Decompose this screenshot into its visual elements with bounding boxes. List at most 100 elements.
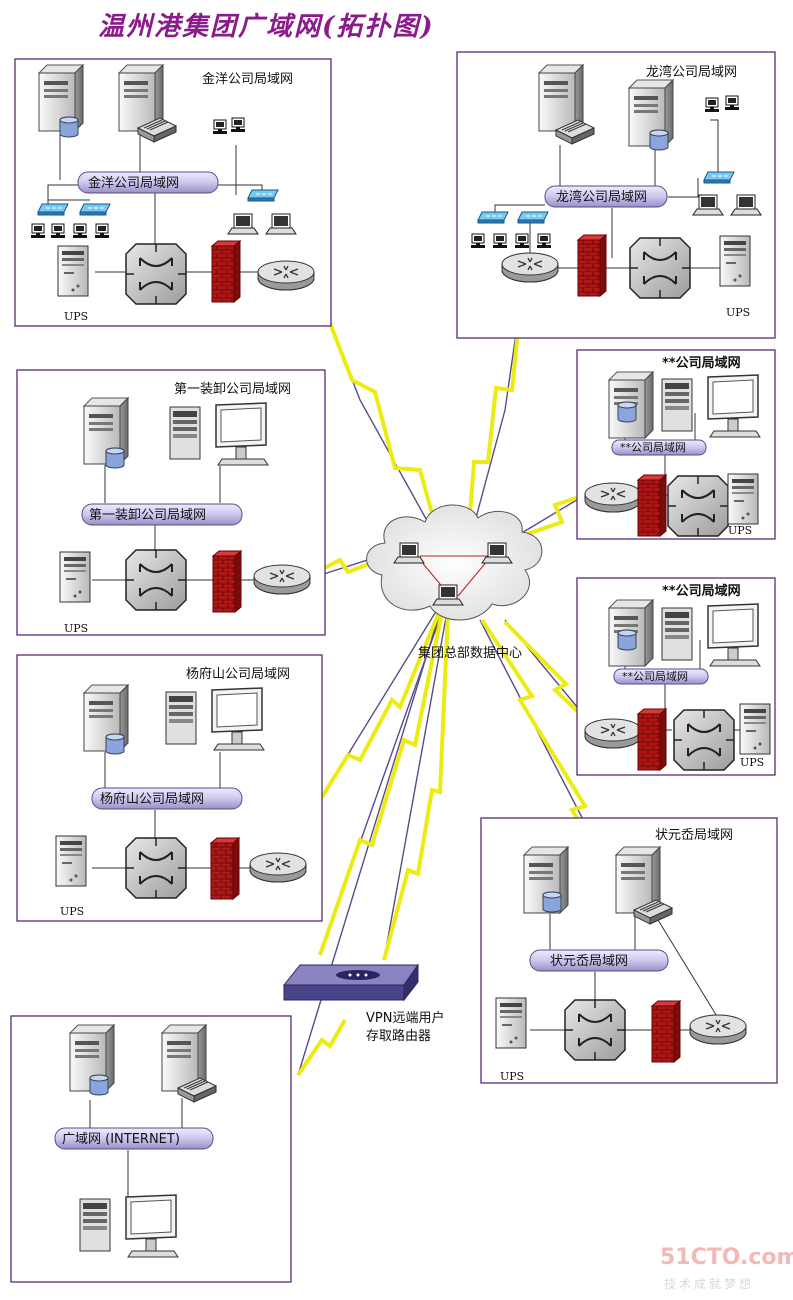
- jinyang-pc-monitor: [230, 117, 246, 133]
- xx2-ups-label: UPS: [740, 756, 764, 769]
- longwan-ups: [719, 235, 751, 287]
- xx2-bus-label: **公司局域网: [622, 670, 688, 683]
- panel-wan: 广域网 (INTERNET): [10, 1015, 292, 1283]
- jinyang-pc-b: [50, 223, 66, 239]
- jinyang-pc: [212, 119, 228, 135]
- longwan-pc-d: [536, 233, 552, 249]
- yangfu-router: [249, 852, 307, 883]
- diyi-database-icon: [105, 447, 125, 469]
- longwan-bus-label: 龙湾公司局域网: [556, 189, 647, 205]
- watermark-logo: 51CTO.com: [660, 1245, 793, 1270]
- longwan-firewall: [577, 234, 607, 297]
- panel-longwan: 龙湾公司局域网 龙湾公司局域网 UPS: [456, 51, 776, 339]
- wan-internet-bus: [54, 1127, 214, 1150]
- jinyang-pc-c: [72, 223, 88, 239]
- jinyang-pc-d: [94, 223, 110, 239]
- jinyang-hub-3: [247, 189, 279, 202]
- zhuang-bus-label: 状元岙局域网: [550, 954, 628, 969]
- jinyang-hub-2: [79, 203, 111, 216]
- xx1-lan-bus: [611, 439, 707, 456]
- panel-yangfu: 杨府山公司局域网 杨府山公司局域网 UPS: [16, 654, 323, 922]
- xx1-database-icon: [617, 401, 637, 423]
- xx2-ups: [739, 703, 771, 755]
- zhuang-ups: [495, 997, 527, 1049]
- diyi-lan-bus: [81, 503, 243, 526]
- jinyang-pc-a: [30, 223, 46, 239]
- panel-xx2-title: **公司局域网: [662, 583, 741, 599]
- xx1-core-switch: [667, 475, 729, 537]
- xx1-router: [584, 482, 642, 513]
- longwan-hub-2: [517, 211, 549, 224]
- zhuang-ups-label: UPS: [500, 1070, 524, 1083]
- data-center-cloud: [366, 504, 543, 621]
- yangfu-bus-label: 杨府山公司局域网: [100, 792, 204, 807]
- panel-zhuang: 状元岙局域网 状元岙局域网 UPS: [480, 817, 778, 1084]
- data-center-label: 集团总部数据中心: [418, 645, 522, 661]
- longwan-pc-monitor: [724, 95, 740, 111]
- zhuang-firewall: [651, 1000, 681, 1063]
- panel-longwan-title: 龙湾公司局域网: [646, 64, 737, 80]
- panel-jinyang-title: 金洋公司局域网: [202, 71, 293, 87]
- xx1-ups-label: UPS: [728, 524, 752, 537]
- panel-zhuang-title: 状元岙局域网: [655, 828, 733, 843]
- yangfu-lan-bus: [91, 787, 243, 810]
- yangfu-ups: [55, 835, 87, 887]
- panel-xx1: **公司局域网 **公司局域网 UPS: [576, 349, 776, 540]
- longwan-ups-label: UPS: [726, 306, 750, 319]
- diyi-ups: [59, 551, 91, 603]
- diyi-ups-label: UPS: [64, 622, 88, 635]
- jinyang-firewall: [211, 240, 241, 303]
- panel-jinyang: 金洋公司局域网 金洋公司局域网 UPS: [14, 58, 332, 327]
- panel-xx2: **公司局域网 **公司局域网 UPS: [576, 577, 776, 776]
- panel-diyi: 第一装卸公司局域网 第一装卸公司局域网 UPS: [16, 369, 326, 636]
- jinyang-ups-label: UPS: [64, 310, 88, 323]
- jinyang-core-switch: [125, 243, 187, 305]
- panel-yangfu-title: 杨府山公司局域网: [186, 667, 290, 682]
- longwan-router: [501, 252, 559, 283]
- zhuang-core-switch: [564, 999, 626, 1061]
- vpn-router: [282, 963, 419, 1002]
- xx2-firewall: [637, 708, 667, 771]
- jinyang-router: [257, 260, 315, 291]
- yangfu-database-icon: [105, 733, 125, 755]
- longwan-database-icon: [649, 129, 669, 151]
- zhuang-lan-bus: [529, 949, 669, 972]
- diyi-router: [253, 564, 311, 595]
- diyi-bus-label: 第一装卸公司局域网: [89, 507, 206, 523]
- xx1-bus-label: **公司局域网: [620, 441, 686, 454]
- yangfu-ups-label: UPS: [60, 905, 84, 918]
- jinyang-bus-label: 金洋公司局域网: [88, 175, 179, 191]
- panel-xx1-title: **公司局域网: [662, 355, 741, 371]
- longwan-hub-1: [477, 211, 509, 224]
- wan-bus-label: 广域网 (INTERNET): [62, 1132, 180, 1147]
- diyi-firewall: [212, 550, 242, 613]
- xx2-router: [584, 718, 642, 749]
- zhuang-database-icon: [542, 891, 562, 913]
- diagram-title: 温州港集团广域网(拓扑图): [98, 12, 435, 42]
- xx2-database-icon: [617, 629, 637, 651]
- xx1-ups: [727, 473, 759, 525]
- vpn-label-line1: VPN远端用户: [366, 1010, 444, 1026]
- jinyang-hub-1: [37, 203, 69, 216]
- diyi-core-switch: [125, 549, 187, 611]
- jinyang-ups: [57, 245, 89, 297]
- zhuang-router: [689, 1014, 747, 1045]
- yangfu-core-switch: [125, 837, 187, 899]
- watermark-slogan: 技术成就梦想: [664, 1276, 754, 1291]
- longwan-core-switch: [629, 237, 691, 299]
- jinyang-lan-bus: [77, 171, 219, 194]
- wan-database-icon: [89, 1074, 109, 1096]
- yangfu-firewall: [210, 837, 240, 900]
- xx2-lan-bus: [613, 668, 709, 685]
- panel-diyi-title: 第一装卸公司局域网: [174, 381, 291, 397]
- longwan-pc-c: [514, 233, 530, 249]
- longwan-lan-bus: [544, 185, 668, 208]
- vpn-label-line2: 存取路由器: [366, 1028, 431, 1044]
- xx1-firewall: [637, 474, 667, 537]
- jinyang-database-icon: [59, 116, 79, 138]
- longwan-hub-right: [703, 171, 735, 184]
- longwan-pc: [704, 97, 720, 113]
- longwan-pc-b: [492, 233, 508, 249]
- longwan-pc-a: [470, 233, 486, 249]
